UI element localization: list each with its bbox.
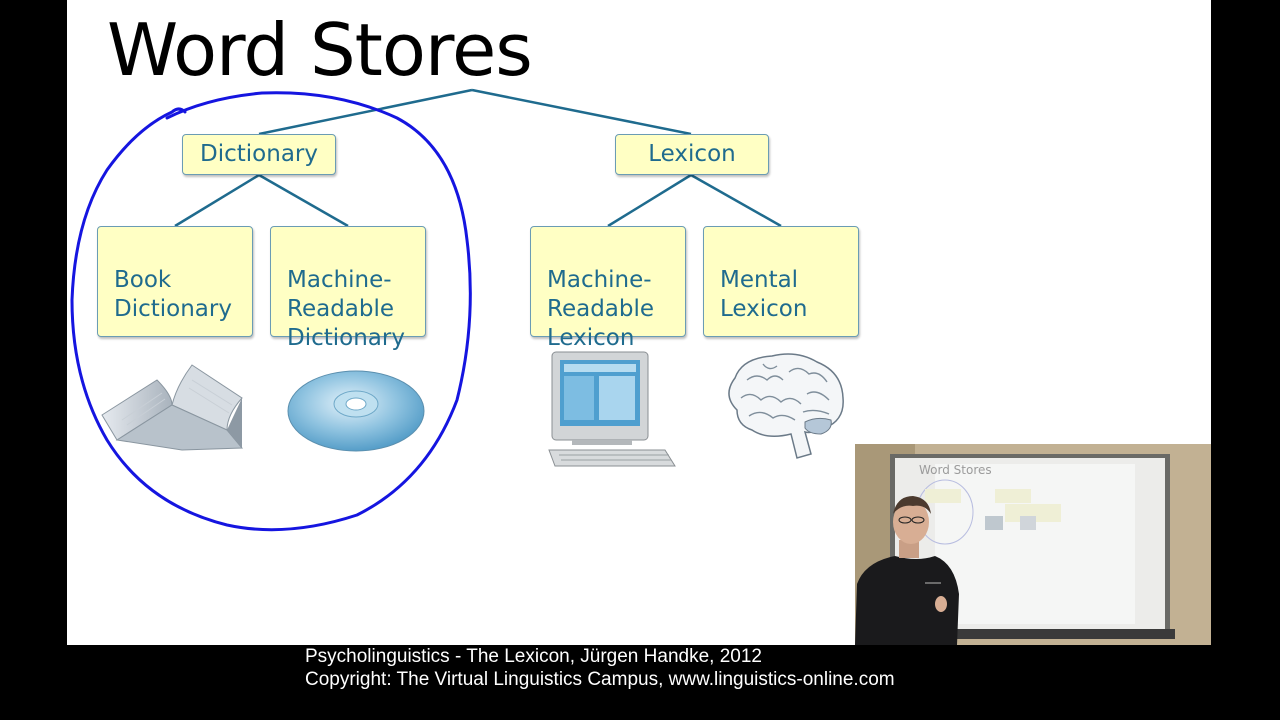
connector-dictionary-book — [174, 173, 260, 228]
machine-readable-dictionary-label: Machine- Readable Dictionary — [287, 267, 405, 351]
machine-readable-dictionary-node: Machine- Readable Dictionary — [270, 226, 426, 351]
connector-dictionary-mrd — [258, 173, 349, 228]
book-icon — [101, 364, 244, 451]
annotation-circle — [70, 91, 472, 532]
lexicon-node: Lexicon — [615, 134, 769, 175]
caption-line-2: Copyright: The Virtual Linguistics Campu… — [305, 669, 895, 690]
machine-readable-lexicon-node: Machine- Readable Lexicon — [530, 226, 686, 351]
computer-icon — [548, 351, 676, 467]
mental-lexicon-label: Mental Lexicon — [720, 267, 808, 322]
cd-icon — [287, 370, 425, 452]
connector-root-lexicon — [471, 88, 692, 136]
lexicon-label: Lexicon — [648, 141, 736, 167]
machine-readable-lexicon-label: Machine- Readable Lexicon — [547, 267, 655, 351]
brain-icon — [728, 353, 844, 459]
video-slide-title: Word Stores — [919, 463, 992, 477]
connector-lexicon-mental — [690, 173, 782, 228]
dictionary-node: Dictionary — [182, 134, 336, 175]
lecturer-video-frame: Word Stores — [855, 444, 1211, 645]
tree-connectors — [174, 88, 782, 228]
connector-root-dictionary — [258, 88, 473, 136]
caption-line-1: Psycholinguistics - The Lexicon, Jürgen … — [305, 646, 762, 667]
dictionary-label: Dictionary — [200, 141, 318, 167]
slide-title: Word Stores — [107, 8, 533, 92]
book-dictionary-node: Book Dictionary — [97, 226, 253, 337]
slide: Word Stores Dictionary Lexicon Book Dict… — [67, 0, 1211, 645]
connector-lexicon-mrl — [607, 173, 692, 228]
book-dictionary-label: Book Dictionary — [114, 267, 232, 322]
video-inset: Word Stores — [855, 444, 1211, 645]
mental-lexicon-node: Mental Lexicon — [703, 226, 859, 337]
footer-caption: Psycholinguistics - The Lexicon, Jürgen … — [305, 645, 895, 691]
